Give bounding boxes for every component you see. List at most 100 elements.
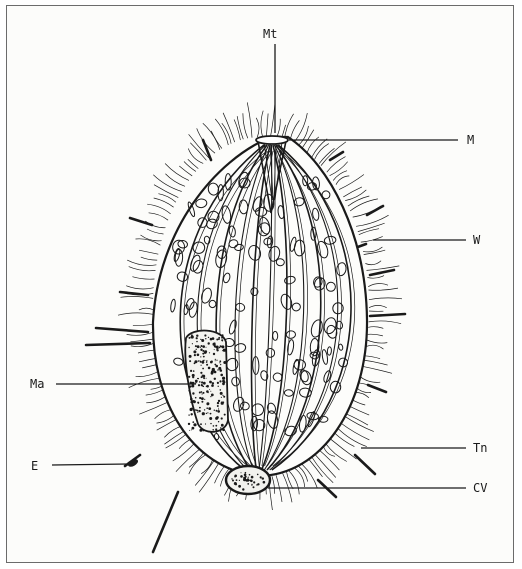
- cilium: [166, 432, 189, 448]
- cilium: [121, 297, 154, 299]
- extrusome: [96, 328, 148, 332]
- extrusome: [120, 292, 148, 295]
- cilium: [369, 288, 399, 290]
- cilium: [362, 366, 392, 373]
- cilium: [118, 313, 153, 315]
- cilium: [363, 247, 382, 252]
- extrusome: [370, 314, 405, 316]
- cilium: [139, 250, 158, 254]
- label-tn: Tn: [473, 441, 487, 455]
- contractile-vacuole: [226, 466, 270, 494]
- cilium: [149, 213, 169, 220]
- label-w: W: [473, 233, 480, 247]
- cilium: [367, 340, 387, 343]
- extrusome: [203, 140, 211, 160]
- cilium: [289, 471, 299, 494]
- cilium: [344, 416, 374, 432]
- cilium: [266, 114, 268, 138]
- cilium: [319, 450, 339, 470]
- cilium: [129, 378, 163, 388]
- cilium: [256, 118, 259, 137]
- cilium: [126, 286, 154, 289]
- cilium: [307, 137, 319, 153]
- label-mt: Mt: [263, 27, 277, 41]
- cilium: [345, 190, 366, 201]
- cilium: [129, 267, 156, 271]
- leader-e: [52, 464, 130, 465]
- cilium: [201, 459, 213, 474]
- cilium: [165, 174, 185, 187]
- cilium: [141, 235, 162, 241]
- cilium: [359, 229, 379, 235]
- cilium: [215, 467, 225, 484]
- cilium: [141, 257, 157, 260]
- cilium: [356, 387, 371, 392]
- cilium: [330, 162, 348, 176]
- cilium: [368, 284, 388, 287]
- cilium: [188, 159, 199, 168]
- cilium: [237, 116, 243, 139]
- extrusome: [130, 218, 152, 225]
- cilium: [369, 298, 402, 300]
- cilium: [132, 277, 154, 279]
- cilium: [369, 321, 402, 324]
- cilium: [243, 113, 248, 138]
- cilium: [312, 457, 333, 483]
- cilium: [319, 148, 334, 163]
- label-e: E: [31, 459, 38, 473]
- cilium: [189, 452, 204, 468]
- extrusome: [86, 343, 150, 345]
- extrusome: [355, 455, 375, 474]
- cilium: [360, 376, 381, 382]
- cilium: [215, 119, 228, 145]
- cilium: [136, 239, 161, 245]
- cilium: [356, 215, 389, 226]
- cilium: [127, 260, 156, 265]
- extrusome: [370, 270, 394, 275]
- cilium: [173, 442, 196, 461]
- cilium: [222, 123, 231, 144]
- cilium: [365, 261, 381, 265]
- extrusome: [368, 385, 386, 392]
- cilium: [184, 162, 196, 172]
- cilium: [366, 345, 384, 349]
- cilium: [270, 105, 275, 138]
- cilium: [364, 360, 388, 365]
- cilium: [211, 131, 222, 149]
- cilium: [234, 120, 240, 141]
- cilium: [130, 339, 155, 342]
- cilium: [368, 327, 383, 329]
- cilium: [139, 401, 171, 414]
- cilium: [195, 460, 214, 485]
- label-ma: Ma: [30, 377, 44, 391]
- extrusome: [153, 492, 178, 552]
- cilium: [349, 406, 369, 415]
- cilium: [336, 176, 349, 185]
- cilium: [340, 423, 369, 440]
- extrusome: [367, 206, 383, 215]
- cilium: [272, 476, 275, 494]
- cilium: [147, 204, 170, 214]
- label-cv: CV: [473, 481, 487, 495]
- cilium: [165, 164, 189, 181]
- cilium: [369, 305, 387, 307]
- cilium: [247, 102, 252, 137]
- extrusome: [127, 458, 138, 467]
- cilium: [350, 199, 378, 211]
- cilium: [368, 334, 383, 336]
- cilium: [361, 236, 383, 242]
- cilium: [354, 392, 369, 397]
- cilium: [261, 111, 263, 137]
- cilium: [189, 454, 207, 474]
- cilium: [133, 324, 154, 325]
- cilium: [309, 459, 323, 476]
- cilium: [139, 308, 153, 310]
- cilium: [348, 196, 369, 206]
- cilium: [315, 144, 329, 160]
- cilium: [312, 139, 327, 157]
- label-m: M: [467, 133, 474, 147]
- cilium: [188, 149, 203, 164]
- cilium: [365, 356, 381, 359]
- cilium: [147, 229, 164, 234]
